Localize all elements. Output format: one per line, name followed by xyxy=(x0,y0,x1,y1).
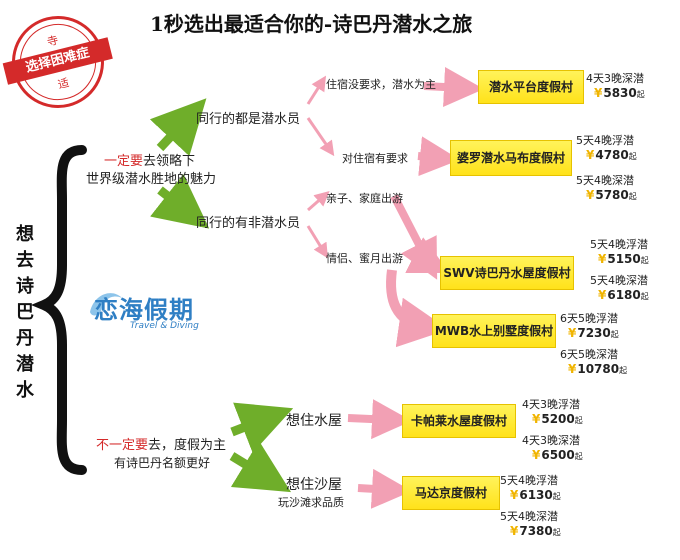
condition-family: 亲子、家庭出游 xyxy=(326,192,403,205)
package-trip: 5天4晚深潜 xyxy=(500,510,558,523)
pink-arrow xyxy=(405,237,450,273)
package-trip: 4天3晚深潜 xyxy=(522,434,580,447)
pink-arrow xyxy=(423,67,484,107)
condition-couple: 情侣、蜜月出游 xyxy=(326,252,403,265)
node-water-house: 想住水屋 xyxy=(286,413,342,429)
wave-logo-icon xyxy=(90,293,122,316)
branch-maybe-highlight: 不一定要 xyxy=(96,438,149,453)
package-trip: 5天4晚深潜 xyxy=(576,174,634,187)
package-trip: 5天4晚浮潜 xyxy=(590,238,648,251)
package-price: ¥7230起 xyxy=(568,326,619,340)
logo-tagline: Travel & Diving xyxy=(130,321,199,331)
package-price: ¥6500起 xyxy=(532,448,583,462)
branch-must-text: 去领略下 xyxy=(143,154,196,169)
condition-no-req: 住宿没要求，潜水为主 xyxy=(326,78,436,91)
resort-box: MWB水上别墅度假村 xyxy=(432,314,556,348)
page-title: 1秒选出最适合你的-诗巴丹潜水之旅 xyxy=(150,12,473,36)
node-some-non-divers: 同行的有非潜水员 xyxy=(196,216,301,231)
package-trip: 4天3晚深潜 xyxy=(586,72,644,85)
package-price: ¥10780起 xyxy=(568,362,628,376)
branch-must-line1: 一定要去领略下 xyxy=(104,150,195,169)
root-brace xyxy=(31,145,87,475)
pink-line xyxy=(306,225,328,259)
green-arrow xyxy=(150,174,210,229)
pink-line xyxy=(306,117,335,157)
package-price: ¥4780起 xyxy=(586,148,637,162)
package-trip: 4天3晚浮潜 xyxy=(522,398,580,411)
package-price: ¥5830起 xyxy=(594,86,645,100)
package-price: ¥6130起 xyxy=(510,488,561,502)
package-price: ¥5780起 xyxy=(586,188,637,202)
green-arrow xyxy=(149,98,207,157)
green-arrow xyxy=(229,440,292,493)
logo-name: 恋海假期 xyxy=(94,296,194,324)
package-price: ¥7380起 xyxy=(510,524,561,538)
package-trip: 6天5晚深潜 xyxy=(560,348,618,361)
pink-line xyxy=(306,75,327,105)
package-trip: 5天4晚深潜 xyxy=(590,274,648,287)
branch-maybe-line1: 不一定要去，度假为主 xyxy=(96,434,226,453)
package-trip: 6天5晚浮潜 xyxy=(560,312,618,325)
package-price: ¥5150起 xyxy=(598,252,649,266)
resort-box: 婆罗潜水马布度假村 xyxy=(450,140,572,176)
green-arrow xyxy=(230,402,294,453)
resort-box: 潜水平台度假村 xyxy=(478,70,584,104)
condition-has-req: 对住宿有要求 xyxy=(342,152,408,165)
package-trip: 5天4晚浮潜 xyxy=(576,134,634,147)
branch-maybe-line2: 有诗巴丹名额更好 xyxy=(114,456,211,470)
node-beach-sub: 玩沙滩求品质 xyxy=(278,496,344,509)
node-beach-house: 想住沙屋 xyxy=(286,477,342,493)
pink-line xyxy=(307,191,330,212)
package-price: ¥6180起 xyxy=(598,288,649,302)
package-price: ¥5200起 xyxy=(532,412,583,426)
pink-arrow xyxy=(347,399,412,440)
pink-arrow xyxy=(417,136,460,177)
branch-maybe-text: 去，度假为主 xyxy=(148,438,227,453)
node-all-divers: 同行的都是潜水员 xyxy=(196,112,301,127)
resort-box: SWV诗巴丹水屋度假村 xyxy=(440,256,574,290)
resort-box: 马达京度假村 xyxy=(402,476,500,510)
resort-box: 卡帕莱水屋度假村 xyxy=(402,404,516,438)
branch-must-line2: 世界级潜水胜地的魅力 xyxy=(86,172,217,187)
pink-arrow xyxy=(386,269,449,348)
branch-must-highlight: 一定要 xyxy=(104,154,144,169)
root-label: 想去诗巴丹潜水 xyxy=(16,224,34,401)
pink-arrow xyxy=(357,468,412,509)
package-trip: 5天4晚浮潜 xyxy=(500,474,558,487)
